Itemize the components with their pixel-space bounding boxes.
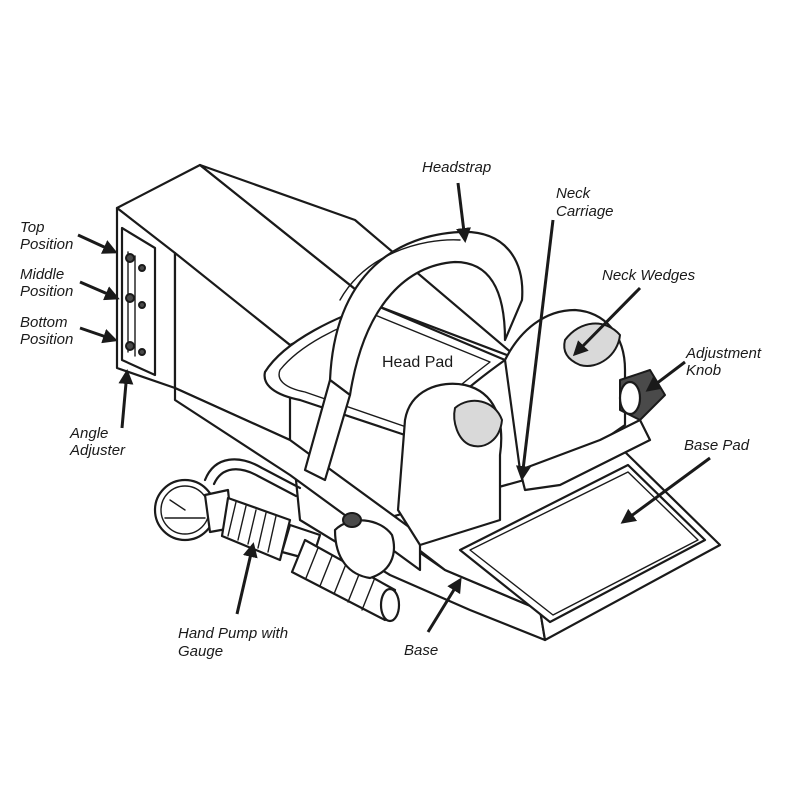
arrow-neck-wedges [572, 286, 642, 357]
label-middle-position: Middle Position [20, 266, 73, 300]
label-adjustment-knob: Adjustment Knob [685, 345, 765, 379]
arrow-neck-carriage [515, 219, 555, 481]
label-top-position: Top Position [20, 219, 73, 253]
arrow-top-position [77, 233, 118, 254]
device-illustration [115, 163, 722, 642]
label-headstrap: Headstrap [422, 159, 491, 176]
arrow-hand-pump [235, 542, 258, 615]
arrow-angle-adjuster [118, 369, 134, 429]
arrow-middle-position [79, 280, 120, 301]
label-neck-carriage: Neck Carriage [556, 185, 614, 220]
arrow-bottom-position [79, 326, 118, 344]
label-neck-wedges: Neck Wedges [602, 267, 696, 284]
adjustment-knob [618, 369, 666, 421]
labels: Headstrap Neck Carriage Neck Wedges Adju… [20, 159, 765, 660]
arrow-base-pad [620, 456, 711, 524]
label-bottom-position: Bottom Position [20, 314, 73, 348]
label-base-pad: Base Pad [684, 437, 750, 454]
base-pad [458, 463, 707, 624]
hand-pump-with-gauge [153, 458, 401, 623]
headstrap [303, 230, 524, 482]
arrow-base [426, 577, 462, 633]
arrow-adjustment-knob [645, 360, 686, 392]
arrow-headstrap [456, 182, 471, 243]
label-base: Base [404, 642, 438, 659]
label-hand-pump: Hand Pump with Gauge [178, 625, 292, 660]
label-head-pad: Head Pad [382, 354, 453, 371]
label-angle-adjuster: Angle Adjuster [69, 425, 126, 459]
neck-wedge-front [396, 382, 503, 547]
callout-arrows [77, 182, 711, 633]
